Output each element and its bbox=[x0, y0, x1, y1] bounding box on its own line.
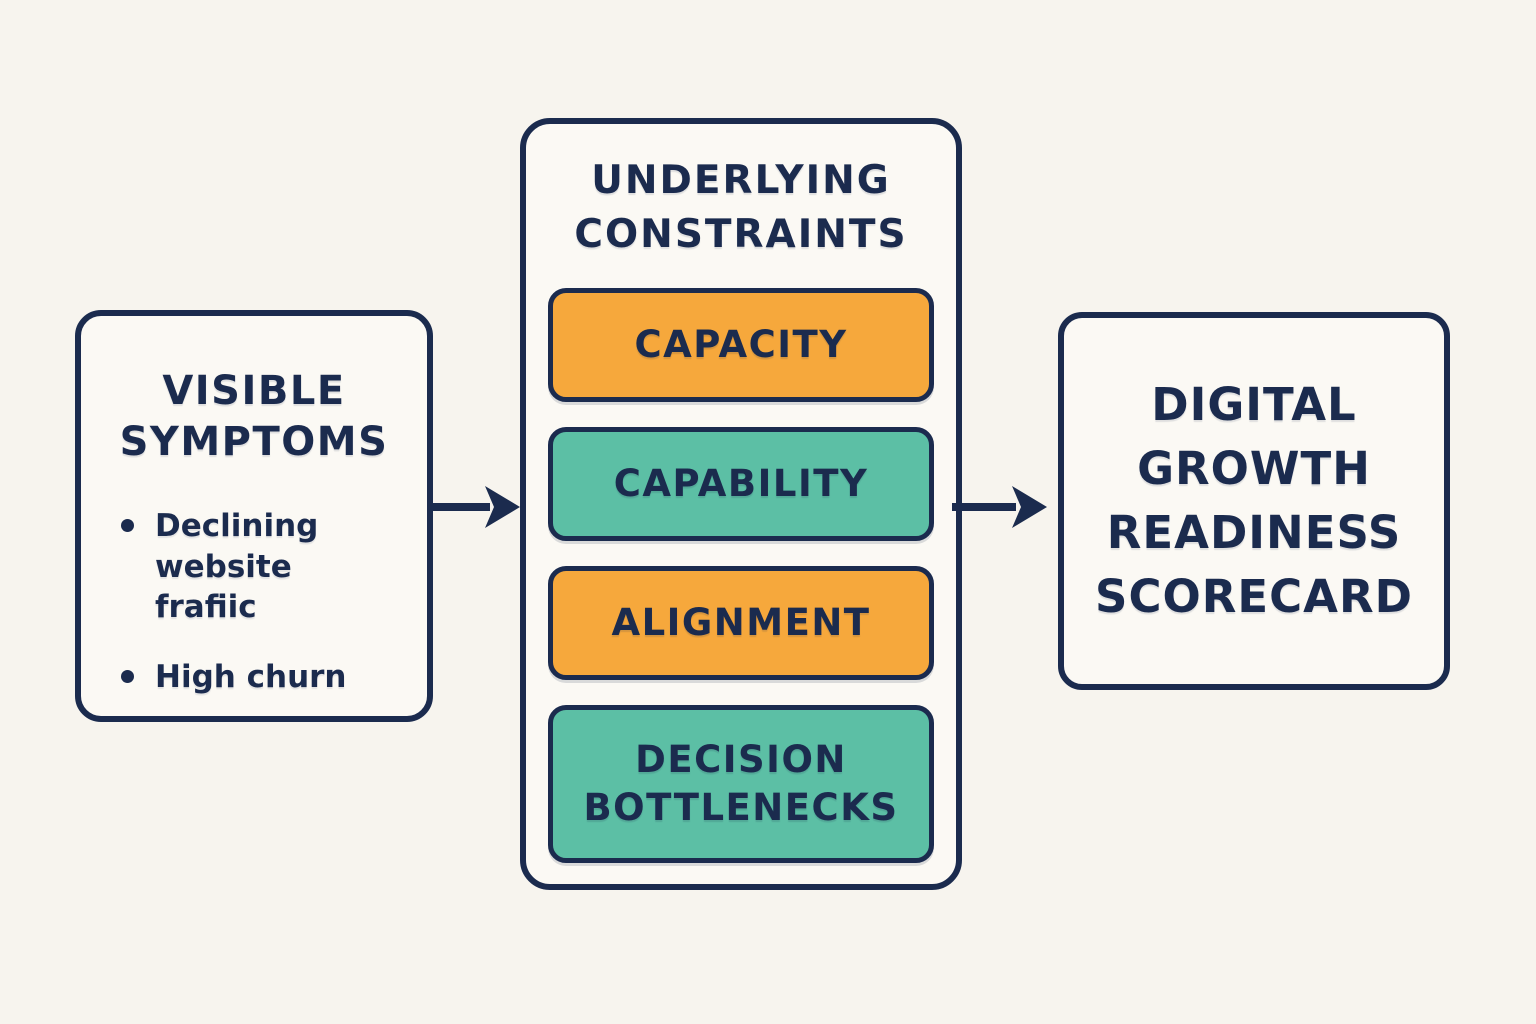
symptom-item-label: High churn bbox=[155, 659, 347, 696]
symptom-item-label: Declining website frafiic bbox=[155, 508, 319, 625]
visible-symptoms-title: VISIBLE SYMPTOMS bbox=[119, 368, 389, 466]
constraint-chip-label: CAPABILITY bbox=[613, 461, 869, 505]
scorecard-panel: DIGITAL GROWTH READINESS SCORECARD bbox=[1058, 312, 1450, 690]
arrow-right-icon bbox=[432, 486, 520, 528]
constraint-chip-capacity: CAPACITY bbox=[548, 287, 934, 402]
constraint-chip-label: ALIGNMENT bbox=[611, 600, 871, 644]
symptom-item: High churn bbox=[109, 657, 399, 697]
constraint-chip-label: DECISION BOTTLENECKS bbox=[583, 737, 899, 829]
constraint-chip-label: CAPACITY bbox=[634, 322, 848, 366]
underlying-constraints-title: UNDERLYING CONSTRAINTS bbox=[574, 158, 908, 257]
visible-symptoms-panel: VISIBLE SYMPTOMS Declining website frafi… bbox=[75, 310, 433, 722]
underlying-constraints-panel: UNDERLYING CONSTRAINTS CAPACITY CAPABILI… bbox=[520, 118, 962, 890]
bullet-dot-icon bbox=[121, 519, 134, 533]
arrow-right-icon bbox=[952, 486, 1047, 528]
scorecard-title: DIGITAL GROWTH READINESS SCORECARD bbox=[1095, 378, 1413, 623]
constraint-chip-list: CAPACITY CAPABILITY ALIGNMENT DECISION B… bbox=[526, 287, 956, 863]
constraint-chip-decision-bottlenecks: DECISION BOTTLENECKS bbox=[548, 704, 934, 863]
constraint-chip-capability: CAPABILITY bbox=[548, 426, 934, 541]
bullet-dot-icon bbox=[121, 670, 134, 684]
constraint-chip-alignment: ALIGNMENT bbox=[548, 565, 934, 680]
symptom-item: Declining website frafiic bbox=[109, 506, 399, 627]
symptoms-list: Declining website frafiic High churn bbox=[109, 506, 399, 697]
